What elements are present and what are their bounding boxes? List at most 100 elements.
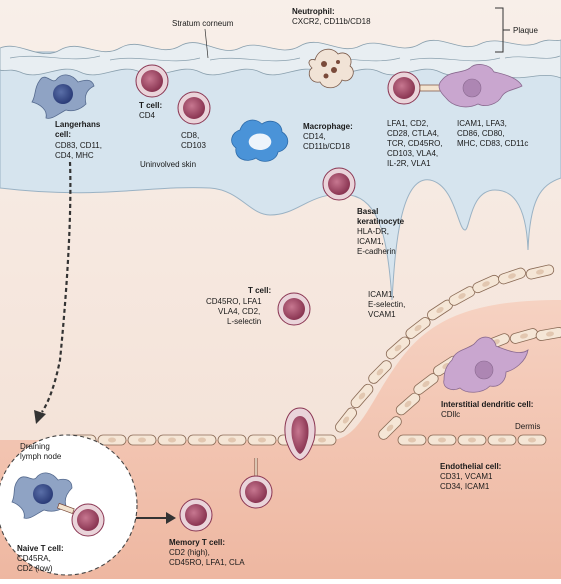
- endothelial-cell: [385, 336, 411, 360]
- lymph-node-label-2: lymph node: [20, 452, 62, 461]
- endothelial-cell: [397, 434, 427, 446]
- memory-t-cell: [179, 498, 213, 532]
- migration-arrow-head: [166, 512, 176, 524]
- endothelial-adhesion-3: VCAM1: [368, 310, 396, 319]
- t-cell-lfa-markers-5: IL-2R, VLA1: [387, 159, 431, 168]
- t-cell-lfa-markers-4: CD103, VLA4,: [387, 149, 438, 158]
- endothelial-cell: [127, 434, 157, 446]
- dendritic-markers-2: CD86, CD80,: [457, 129, 505, 138]
- t-cell-dermis: [277, 292, 311, 326]
- endothelial-adhesion-1: ICAM1,: [368, 290, 395, 299]
- dermis-label: Dermis: [515, 422, 540, 431]
- t-cell-cd4: [135, 64, 169, 98]
- interstitial-dendritic-cell: [443, 336, 529, 393]
- t-cell-lfa-markers-3: TCR, CD45RO,: [387, 139, 443, 148]
- endothelial-cell: [217, 434, 247, 446]
- naive-t-cell: [71, 503, 105, 537]
- basal-keratinocyte-name-2: keratinocyte: [357, 217, 405, 226]
- dendritic-cell-epidermis: [438, 64, 523, 108]
- endothelial-cell: [368, 360, 392, 384]
- lymph-node-label-1: Draining: [20, 442, 50, 451]
- neutrophil-markers: CXCR2, CD11b/CD18: [292, 17, 371, 26]
- cd8-markers-1: CD8,: [181, 131, 199, 140]
- endothelial-adhesion-2: E-selectin,: [368, 300, 405, 309]
- langerhans-name-1: Langerhans: [55, 120, 101, 129]
- basal-keratinocyte-name-1: Basal: [357, 207, 378, 216]
- endothelial-cell: [457, 434, 487, 446]
- endothelial-cell: [509, 328, 539, 344]
- endothelial-cell: [157, 434, 187, 446]
- endothelial-name: Endothelial cell:: [440, 462, 501, 471]
- basal-keratinocyte-markers-2: ICAM1,: [357, 237, 384, 246]
- endothelial-cell: [427, 434, 457, 446]
- endothelial-wall-diagonal: [335, 264, 561, 440]
- stratum-corneum-flakes: [9, 55, 561, 62]
- endothelial-cell: [535, 327, 561, 341]
- endothelial-cell: [307, 434, 337, 446]
- endothelial-cell: [498, 267, 526, 285]
- t-cell-lfa: [387, 71, 421, 105]
- naive-t-name: Naive T cell:: [17, 544, 64, 553]
- memory-t-name: Memory T cell:: [169, 538, 225, 547]
- macrophage-name: Macrophage:: [303, 122, 353, 131]
- lymph-node-outline: [0, 434, 138, 576]
- langerhans-cell: [31, 74, 95, 119]
- t-cell-dermis-markers-1: CD45RO, LFA1: [206, 297, 262, 306]
- langerhans-markers-1: CD83, CD11,: [55, 141, 102, 150]
- naive-t-markers-2: CD2 (low): [17, 564, 53, 573]
- endothelial-cell: [517, 434, 547, 446]
- interstitial-dc-name: Interstitial dendritic cell:: [441, 400, 533, 409]
- naive-t-markers-1: CD45RA,: [17, 554, 51, 563]
- dendritic-markers-3: MHC, CD83, CD11c: [457, 139, 528, 148]
- t-cell-dermis-markers-2: VLA4, CD2,: [218, 307, 260, 316]
- neutrophil-cell: [308, 48, 354, 89]
- transmigrating-t-cell: [284, 407, 316, 461]
- interstitial-dc-markers: CDllc: [441, 410, 460, 419]
- endothelial-cell: [97, 434, 127, 446]
- endothelial-cell: [405, 317, 431, 339]
- endothelial-cell: [350, 383, 374, 409]
- endothelial-cell: [525, 264, 555, 280]
- macrophage-markers-2: CD11b/CD18: [303, 142, 351, 151]
- basal-keratinocyte-cell: [322, 167, 356, 201]
- t-cell-dermis-markers-3: L-selectin: [227, 317, 261, 326]
- circulating-t-cell: [239, 475, 273, 509]
- langerhans-name-2: cell:: [55, 130, 71, 139]
- langerhans-migration-arrowhead: [34, 410, 46, 424]
- macrophage-markers-1: CD14,: [303, 132, 326, 141]
- endothelial-markers-1: CD31, VCAM1: [440, 472, 493, 481]
- dendritic-markers-1: ICAM1, LFA3,: [457, 119, 507, 128]
- memory-t-markers-1: CD2 (high),: [169, 548, 210, 557]
- t-cell-cd4-name: T cell:: [139, 101, 162, 110]
- basal-keratinocyte-markers-3: E-cadherin: [357, 247, 396, 256]
- t-cell-cd4-markers: CD4: [139, 111, 156, 120]
- endothelial-markers-2: CD34, ICAM1: [440, 482, 490, 491]
- endothelial-cell: [247, 434, 277, 446]
- t-cell-dermis-name: T cell:: [248, 286, 271, 295]
- neutrophil-name: Neutrophil:: [292, 7, 335, 16]
- vessel-lumen: [0, 300, 561, 579]
- endothelial-cell: [413, 373, 439, 395]
- stratum-corneum-label: Stratum corneum: [172, 19, 234, 28]
- t-cell-cd8: [177, 91, 211, 125]
- endothelial-cell: [335, 407, 357, 433]
- epidermis-layer: [0, 51, 561, 301]
- endothelial-cell: [187, 434, 217, 446]
- macrophage-cell: [231, 119, 289, 162]
- lymph-node-synapse: [57, 502, 75, 515]
- langerhans-migration-path: [41, 161, 72, 413]
- t-cell-lfa-markers-1: LFA1, CD2,: [387, 119, 428, 128]
- cd8-markers-2: CD103: [181, 141, 206, 150]
- langerhans-markers-2: CD4, MHC: [55, 151, 94, 160]
- basal-keratinocyte-markers-1: HLA-DR,: [357, 227, 389, 236]
- endothelial-cell: [378, 416, 402, 440]
- t-cell-lfa-markers-2: CD28, CTLA4,: [387, 129, 439, 138]
- memory-t-markers-2: CD45RO, LFA1, CLA: [169, 558, 245, 567]
- stratum-corneum-pointer: [204, 28, 209, 59]
- endothelial-cell: [427, 299, 453, 321]
- uninvolved-skin-label: Uninvolved skin: [140, 160, 196, 169]
- endothelial-cell: [487, 434, 517, 446]
- plaque-label: Plaque: [513, 26, 538, 35]
